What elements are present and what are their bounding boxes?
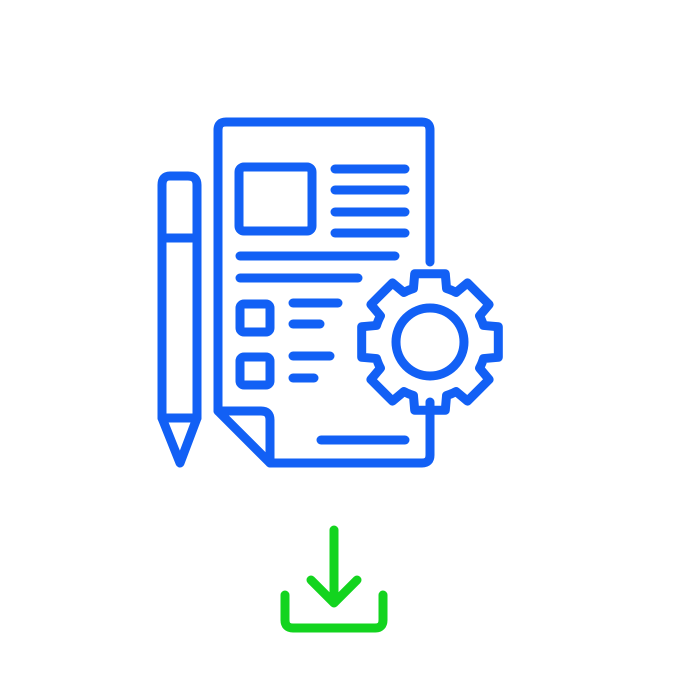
pencil-icon: [157, 171, 202, 468]
gear-outline: [357, 269, 503, 415]
paper-sheet: [213, 117, 435, 468]
gear-center-hole: [391, 303, 469, 381]
download-icon[interactable]: [280, 525, 388, 633]
pencil-outline: [157, 171, 202, 468]
paper-outline-top: [213, 117, 435, 416]
document-settings-icon: [157, 117, 503, 468]
paper-outline: [265, 397, 435, 468]
checkbox-2: [235, 352, 275, 390]
image-placeholder: [234, 162, 317, 236]
checkbox-1: [235, 299, 275, 337]
download-tray: [280, 590, 388, 633]
paper-fold-corner: [213, 406, 275, 468]
gear-icon: [357, 269, 503, 415]
download-arrow-head: [306, 575, 362, 608]
